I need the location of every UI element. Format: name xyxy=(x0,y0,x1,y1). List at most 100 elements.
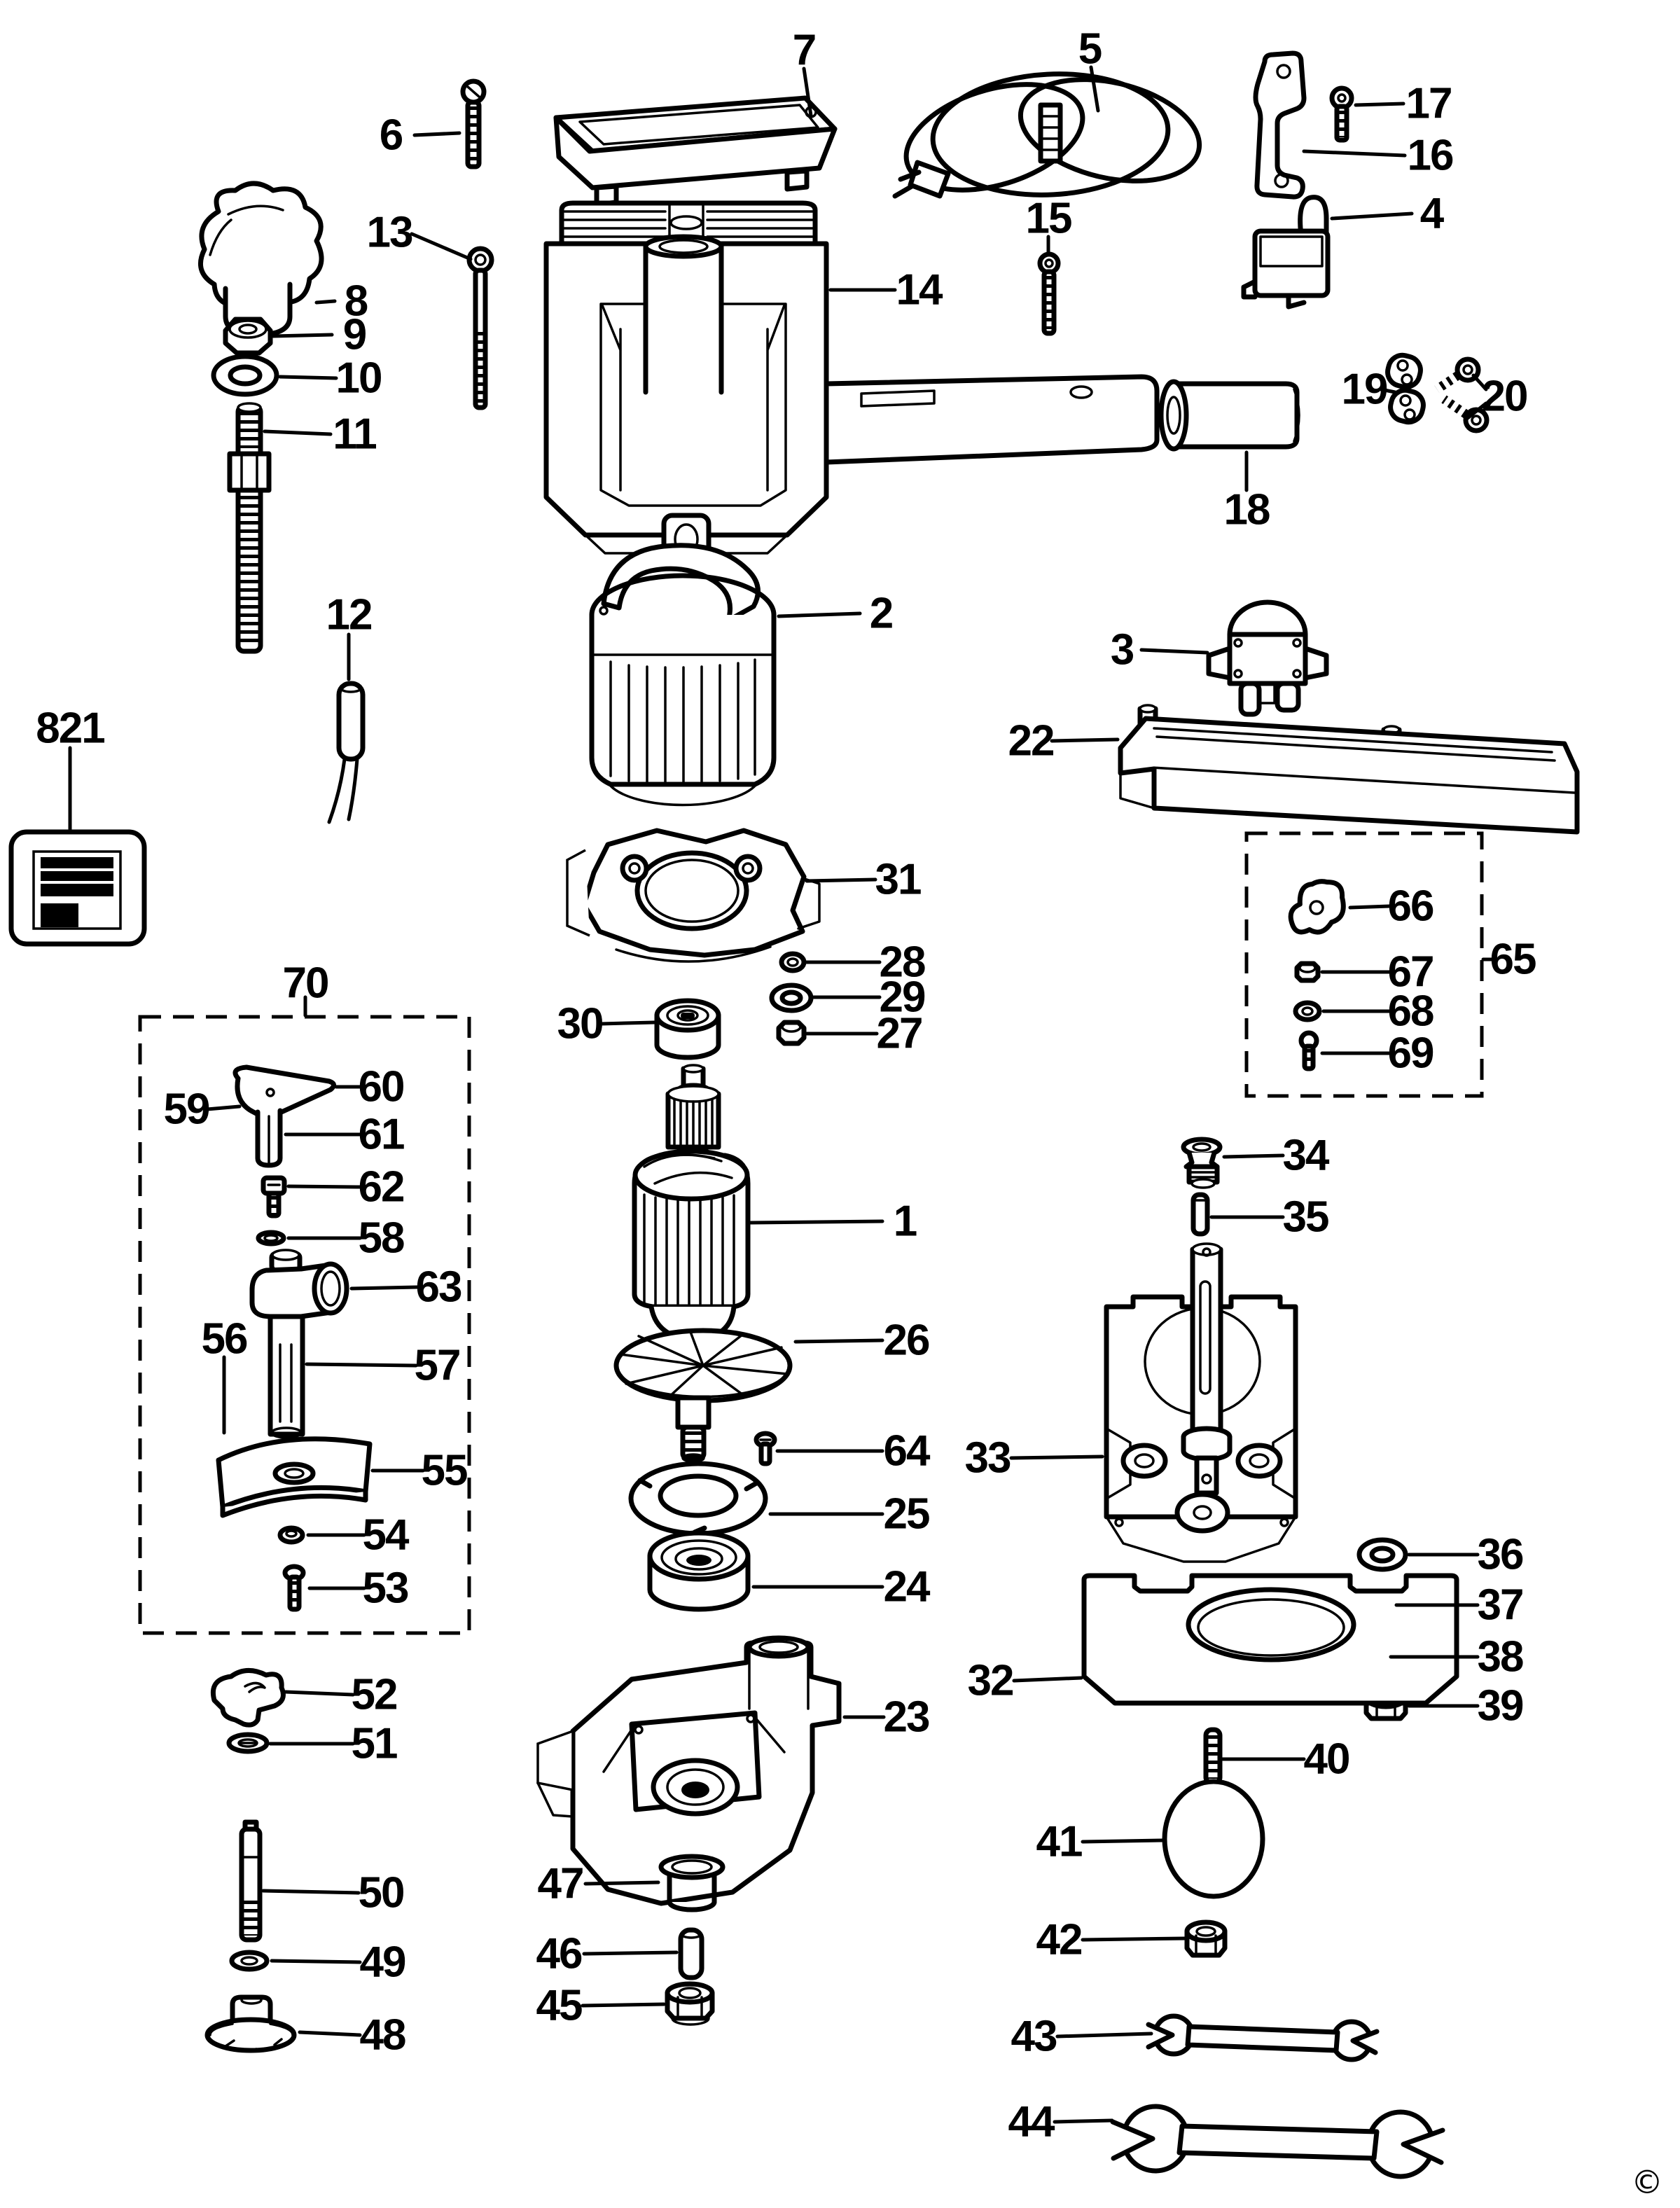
callout-label-32: 32 xyxy=(968,1657,1013,1705)
leader-line-10 xyxy=(278,375,338,380)
callout-label-45: 45 xyxy=(536,1982,582,2030)
part-shaft-50 xyxy=(239,1819,263,1943)
part-threaded-rod-11 xyxy=(227,402,272,654)
callout-label-67: 67 xyxy=(1388,948,1433,997)
part-screw-53 xyxy=(282,1564,306,1612)
callout-label-36: 36 xyxy=(1478,1531,1523,1579)
callout-label-61: 61 xyxy=(359,1111,404,1159)
callout-label-43: 43 xyxy=(1011,2013,1057,2061)
leader-line-19 xyxy=(1379,387,1397,394)
callout-label-49: 49 xyxy=(360,1938,405,1987)
callout-label-23: 23 xyxy=(884,1693,929,1742)
part-sub-base-32 xyxy=(1081,1573,1459,1706)
part-pin-35 xyxy=(1190,1192,1210,1237)
part-tube-57 xyxy=(268,1314,305,1439)
part-bearing-24 xyxy=(647,1530,751,1612)
callout-label-18: 18 xyxy=(1224,486,1270,534)
part-wing-knob-66 xyxy=(1288,879,1346,935)
leader-line-16 xyxy=(1302,149,1407,158)
leader-line-48 xyxy=(298,2030,362,2037)
part-oring-49 xyxy=(229,1950,270,1972)
leader-line-49 xyxy=(270,1959,362,1964)
callout-label-63: 63 xyxy=(416,1263,461,1312)
callout-label-12: 12 xyxy=(326,591,372,639)
part-nut-42 xyxy=(1184,1919,1228,1958)
callout-label-15: 15 xyxy=(1026,195,1071,243)
callout-label-27: 27 xyxy=(877,1010,922,1058)
part-screw-17 xyxy=(1329,85,1354,143)
leader-line-44 xyxy=(1053,2118,1114,2124)
part-nut-9 xyxy=(223,317,273,356)
leader-line-7 xyxy=(802,67,813,118)
part-screw-6 xyxy=(460,78,487,169)
callout-label-40: 40 xyxy=(1304,1735,1349,1784)
part-oring-58 xyxy=(256,1230,286,1247)
callout-label-2: 2 xyxy=(870,590,892,638)
callout-label-47: 47 xyxy=(538,1860,583,1908)
part-wrench-44 xyxy=(1110,2104,1445,2179)
part-ball-knob-41 xyxy=(1162,1779,1265,1899)
leader-line-52 xyxy=(284,1690,355,1697)
leader-line-2 xyxy=(777,611,862,618)
callout-label-8: 8 xyxy=(345,277,368,326)
leader-line-33 xyxy=(1009,1454,1104,1460)
callout-label-17: 17 xyxy=(1406,80,1452,128)
callout-label-33: 33 xyxy=(965,1434,1011,1483)
part-nut-54 xyxy=(277,1525,305,1545)
leader-line-4 xyxy=(1330,211,1414,221)
part-base-23 xyxy=(536,1635,842,1906)
callout-label-28: 28 xyxy=(880,938,925,987)
leader-line-22 xyxy=(1050,737,1120,743)
callout-label-20: 20 xyxy=(1482,373,1527,421)
part-nut-45 xyxy=(665,1981,715,2026)
part-washer-10 xyxy=(211,354,279,397)
part-top-cover-7 xyxy=(553,95,838,207)
part-pin-12 xyxy=(327,681,366,824)
callout-label-5: 5 xyxy=(1078,25,1102,74)
part-washer-29 xyxy=(769,983,814,1013)
leader-line-31 xyxy=(805,877,877,883)
callout-label-69: 69 xyxy=(1388,1029,1433,1078)
part-tee-nut-48 xyxy=(204,1994,297,2053)
part-switch-4 xyxy=(1241,195,1331,310)
callout-label-25: 25 xyxy=(884,1490,929,1539)
callout-label-30: 30 xyxy=(557,1000,603,1048)
part-washer-68 xyxy=(1293,1000,1322,1022)
callout-label-41: 41 xyxy=(1036,1818,1082,1866)
part-bracket-16 xyxy=(1253,50,1307,200)
part-pivot-base-33 xyxy=(1104,1242,1298,1563)
callout-label-31: 31 xyxy=(875,856,921,904)
leader-line-50 xyxy=(261,1889,361,1895)
part-grease-fitting-34 xyxy=(1181,1137,1223,1189)
callout-label-4: 4 xyxy=(1420,190,1445,238)
leader-line-3 xyxy=(1139,648,1209,655)
callout-label-26: 26 xyxy=(884,1317,929,1365)
leader-line-59 xyxy=(205,1104,242,1111)
callout-label-24: 24 xyxy=(884,1563,931,1611)
callout-label-64: 64 xyxy=(884,1427,931,1476)
leader-line-17 xyxy=(1354,102,1405,107)
callout-label-66: 66 xyxy=(1388,882,1433,931)
callout-label-51: 51 xyxy=(352,1720,397,1768)
leader-line-45 xyxy=(581,2002,666,2008)
leader-line-46 xyxy=(582,1950,679,1956)
callout-label-16: 16 xyxy=(1408,132,1453,180)
part-nut-67 xyxy=(1294,961,1321,983)
leader-line-30 xyxy=(599,1020,656,1026)
part-nameplate-821 xyxy=(8,829,147,947)
callout-label-10: 10 xyxy=(336,354,382,403)
callout-label-29: 29 xyxy=(880,973,925,1022)
part-bushing-47 xyxy=(658,1854,726,1912)
callout-label-70: 70 xyxy=(283,959,328,1008)
leader-line-34 xyxy=(1222,1153,1285,1159)
callout-label-22: 22 xyxy=(1008,717,1054,765)
callout-label-58: 58 xyxy=(359,1214,404,1263)
part-fence-22 xyxy=(1118,704,1580,835)
callout-label-42: 42 xyxy=(1036,1916,1082,1964)
leader-line-66 xyxy=(1348,904,1391,910)
callout-label-13: 13 xyxy=(367,209,412,257)
leader-line-43 xyxy=(1055,2032,1153,2039)
callout-label-60: 60 xyxy=(359,1063,404,1111)
